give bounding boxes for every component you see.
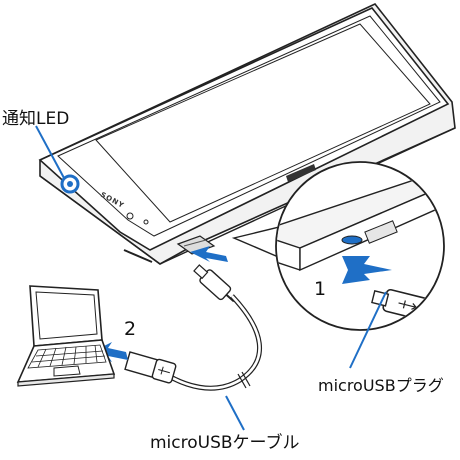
step-2-label: 2 (124, 318, 137, 340)
usb-plug-icon (124, 351, 177, 384)
laptop-icon (16, 285, 116, 387)
cable-leader-line (225, 395, 245, 431)
micro-usb-cable-label: microUSBケーブル (150, 433, 300, 453)
plug-leader-line (349, 291, 387, 369)
phone-device: SONY (38, 3, 456, 265)
magnifier-circle (231, 161, 445, 331)
notification-led-label: 通知LED (2, 109, 70, 129)
arrow-icon (342, 256, 392, 284)
arrow-icon (92, 342, 128, 362)
step-1-label: 1 (314, 278, 327, 300)
arrow-icon (190, 246, 228, 262)
micro-usb-plug-label: microUSBプラグ (318, 376, 444, 395)
led-leader-line (35, 125, 65, 179)
usb-plug-icon (193, 264, 235, 303)
